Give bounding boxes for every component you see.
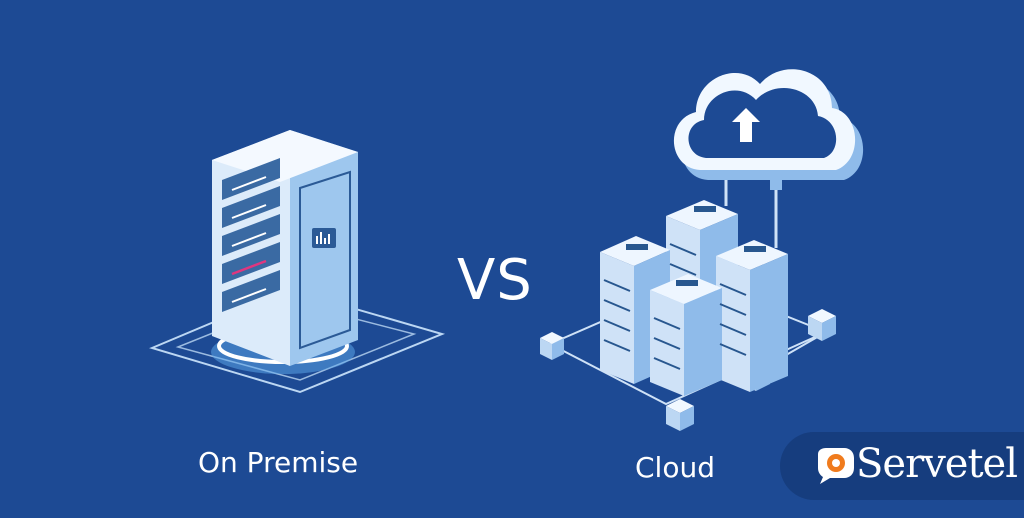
cloud-caption: Cloud bbox=[635, 451, 715, 484]
server-rack-cluster bbox=[600, 200, 788, 396]
vs-label: VS bbox=[457, 248, 533, 313]
brand-logo-icon bbox=[818, 448, 854, 484]
on-premise-caption: On Premise bbox=[198, 446, 359, 479]
cloud-upload-icon bbox=[673, 69, 864, 180]
brand-name: Servetel bbox=[856, 441, 1018, 487]
network-node-cube bbox=[540, 332, 564, 360]
brand-badge: Servetel bbox=[780, 432, 1024, 500]
